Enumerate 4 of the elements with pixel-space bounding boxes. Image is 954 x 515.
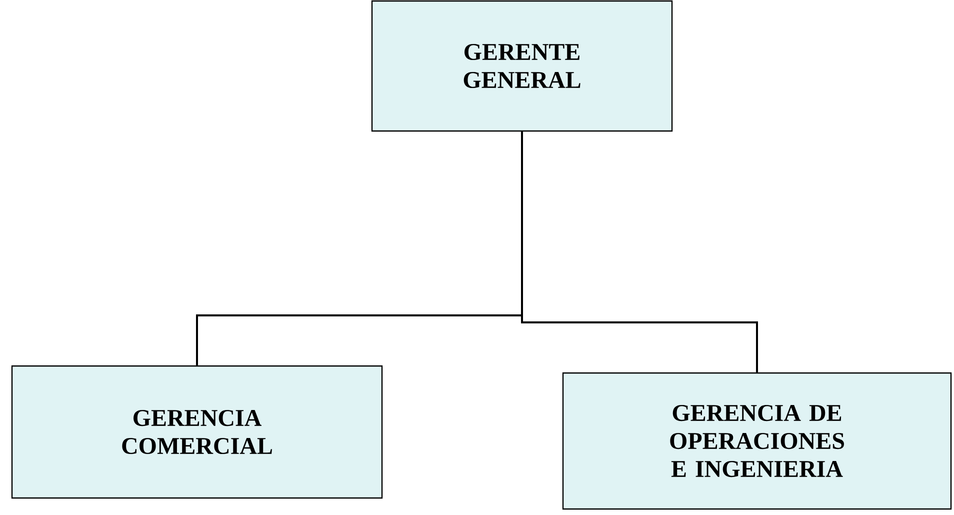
org-box: GERENTE GENERAL — [371, 0, 673, 132]
connector-line — [521, 132, 758, 372]
org-box: GERENCIA DE OPERACIONES E INGENIERIA — [562, 372, 952, 510]
org-box: GERENCIA COMERCIAL — [11, 365, 383, 499]
